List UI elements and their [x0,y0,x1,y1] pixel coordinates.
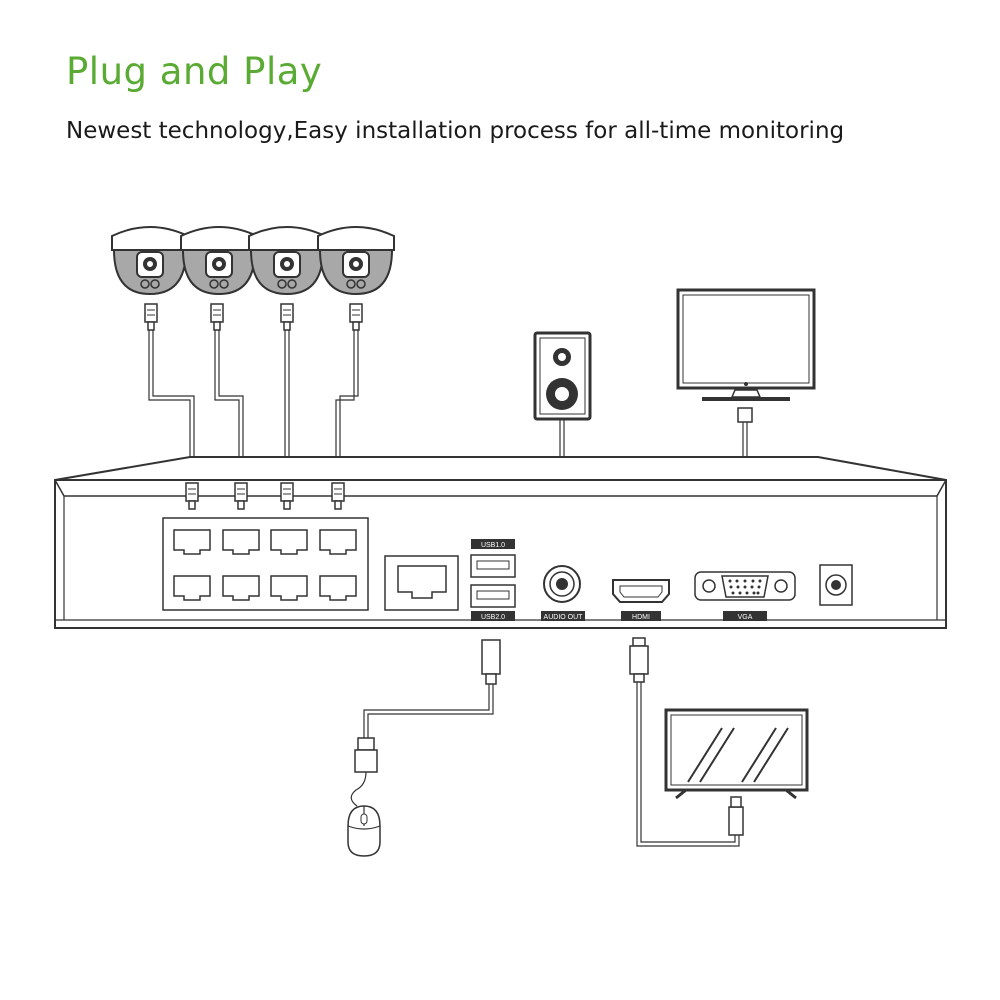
hdmi-port: HDMI [612,579,670,621]
hdmi-cable [629,637,744,847]
mouse-icon [347,805,381,857]
camera-cables [148,330,359,484]
usb2-label: USB2.0 [481,614,505,621]
page-title: Plug and Play [66,50,323,93]
camera-1 [111,226,189,295]
camera-4 [317,226,395,295]
camera-2 [180,226,258,295]
poe-port-block [162,517,369,611]
hdmi-label: HDMI [632,614,650,621]
tv-icon [664,708,809,800]
vga-port: VGA [694,571,796,621]
usb-ports: USB1.0 USB2.0 [470,539,516,621]
monitor-icon [676,288,816,557]
power-port [819,564,853,606]
camera-3 [248,226,326,295]
audio-out-label: AUDIO OUT [544,614,584,621]
mouse-cable [350,639,501,807]
lan-port [384,555,459,611]
audio-out-port: AUDIO OUT [541,565,585,621]
vga-label: VGA [738,614,753,621]
usb1-label: USB1.0 [481,542,505,549]
page-subtitle: Newest technology,Easy installation proc… [66,118,845,144]
